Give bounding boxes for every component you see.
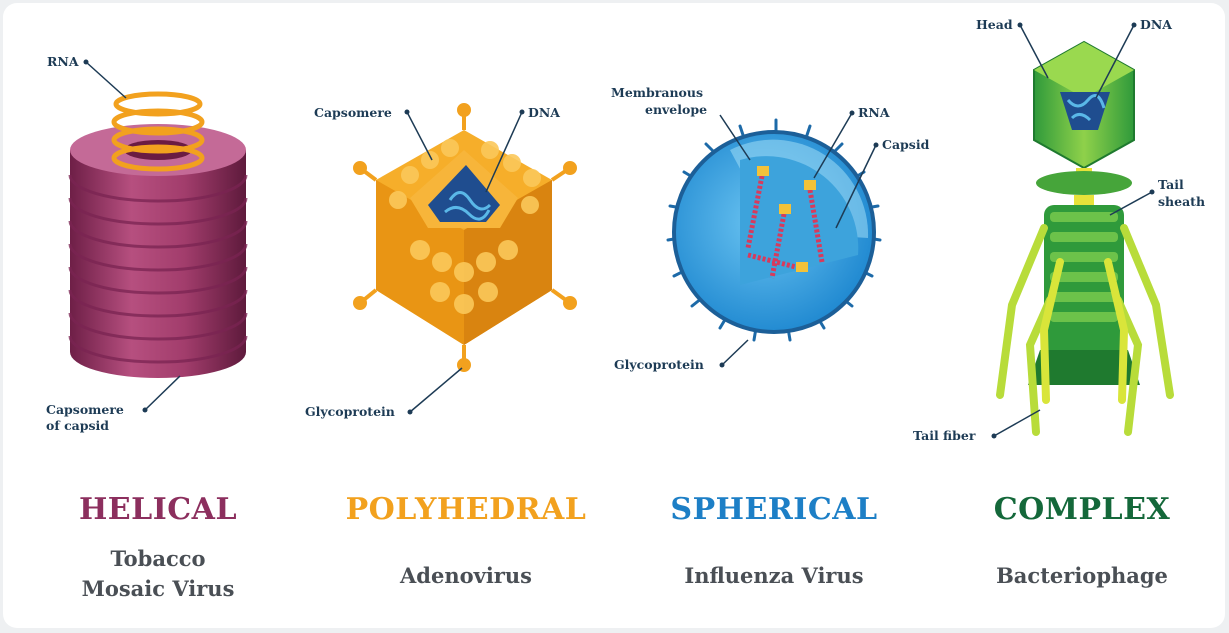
polyhedral-capsomere-label: Capsomere: [314, 106, 392, 120]
complex-example: Bacteriophage: [942, 562, 1222, 589]
helical-title: HELICAL: [18, 492, 298, 527]
helical-rna-label: RNA: [47, 55, 79, 69]
spherical-rna-label: RNA: [858, 106, 890, 120]
spherical-title: SPHERICAL: [634, 492, 914, 527]
spherical-envelope-label-line2: envelope: [645, 103, 707, 117]
helical-capsomere-label-line1: Capsomere: [46, 403, 124, 417]
helical-example-line1: Tobacco: [18, 545, 298, 572]
complex-virus-illustration: [992, 23, 1171, 439]
spherical-glycoprotein-label: Glycoprotein: [614, 358, 704, 372]
complex-head-label: Head: [976, 18, 1013, 32]
complex-tail-sheath-label-line1: Tail: [1158, 178, 1184, 192]
polyhedral-glycoprotein-label: Glycoprotein: [305, 405, 395, 419]
complex-title: COMPLEX: [942, 492, 1222, 527]
polyhedral-virus-illustration: [355, 105, 575, 415]
spherical-virus-illustration: [668, 111, 880, 368]
complex-dna-label: DNA: [1140, 18, 1172, 32]
complex-tail-fiber-label: Tail fiber: [913, 429, 975, 443]
polyhedral-example: Adenovirus: [326, 562, 606, 589]
polyhedral-dna-label: DNA: [528, 106, 560, 120]
polyhedral-title: POLYHEDRAL: [326, 492, 606, 527]
complex-tail-sheath-label-line2: sheath: [1158, 195, 1205, 209]
helical-virus-illustration: [70, 60, 246, 413]
helical-example-line2: Mosaic Virus: [18, 575, 298, 602]
spherical-capsid-label: Capsid: [882, 138, 929, 152]
helical-capsomere-label-line2: of capsid: [46, 419, 109, 433]
spherical-envelope-label-line1: Membranous: [611, 86, 703, 100]
spherical-example: Influenza Virus: [634, 562, 914, 589]
